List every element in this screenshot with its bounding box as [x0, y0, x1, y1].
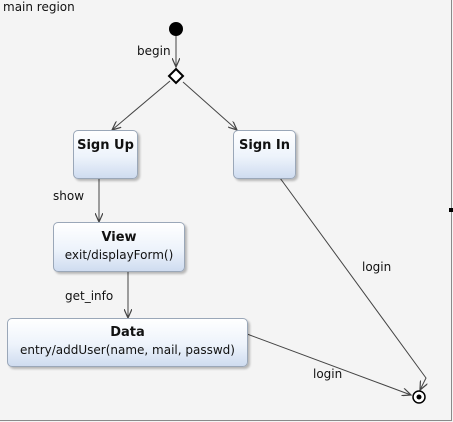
final-state-node-core [416, 394, 422, 400]
state-view[interactable]: View exit/displayForm() [53, 222, 185, 272]
state-data-title: Data [110, 325, 145, 340]
state-sign-in-title: Sign In [239, 138, 290, 153]
state-data-action: entry/addUser(name, mail, passwd) [20, 343, 235, 357]
transition-label-show: show [53, 189, 85, 203]
region-resize-handle[interactable] [449, 208, 453, 212]
state-view-action: exit/displayForm() [64, 248, 174, 262]
region-label: main region [3, 0, 75, 14]
state-view-title: View [101, 230, 137, 245]
state-sign-in[interactable]: Sign In [233, 130, 296, 179]
transition-login-sign-in-arrow[interactable] [279, 177, 426, 390]
transition-label-login-sign-in: login [362, 260, 392, 274]
transition-to-sign-in-arrow[interactable] [182, 81, 237, 130]
transition-to-sign-up-arrow[interactable] [112, 80, 171, 130]
transition-login-data-arrow[interactable] [246, 333, 411, 395]
state-data[interactable]: Data entry/addUser(name, mail, passwd) [7, 318, 248, 367]
initial-state-node[interactable] [169, 22, 183, 36]
transition-label-begin: begin [137, 44, 171, 58]
state-sign-up-title: Sign Up [77, 138, 134, 153]
state-sign-up[interactable]: Sign Up [73, 130, 138, 179]
transition-label-get-info: get_info [65, 289, 114, 303]
transition-label-login-data: login [313, 367, 343, 381]
choice-node[interactable] [167, 67, 185, 85]
